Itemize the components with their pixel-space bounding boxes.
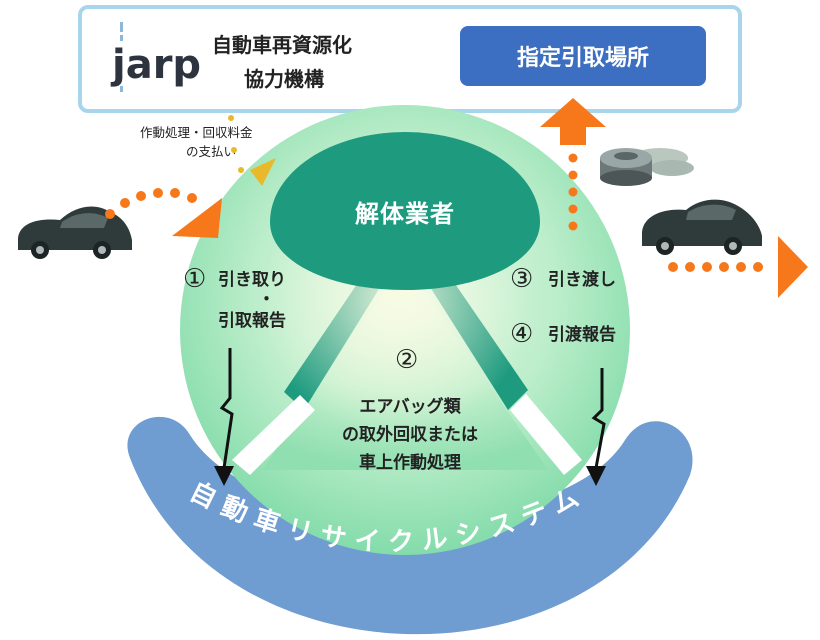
payment-arrowhead (250, 158, 276, 186)
payment-note-line2: の支払い (186, 144, 236, 159)
dismantler-node: 解体業者 (270, 132, 540, 290)
step-4-label: 引渡報告 (548, 324, 616, 345)
payment-dot (231, 147, 237, 153)
logo-text: jarp (110, 42, 201, 88)
step-1-line2: ・ (258, 290, 275, 310)
gap-right (510, 394, 582, 475)
step-2: ② エアバッグ類 の取外回収または 車上作動処理 (342, 345, 478, 473)
designated-site-button[interactable] (460, 26, 706, 86)
report-arrow-right (586, 368, 606, 486)
step-1: ① 引き取り ・ 引取報告 (183, 264, 286, 331)
step-1-line1: 引き取り (218, 270, 286, 290)
payment-note-line1: 作動処理・回収料金 (140, 125, 253, 140)
payment-dot (228, 115, 234, 121)
payment-note: 作動処理・回収料金 の支払い (140, 115, 276, 186)
header-panel: jarp 自動車再資源化 協力機構 指定引取場所 (78, 5, 742, 113)
step-1-line3: 引取報告 (218, 310, 286, 331)
step-2-line1: エアバッグ類 (359, 396, 461, 417)
flow-arrow-in (105, 188, 222, 238)
payment-dot (238, 167, 244, 173)
incoming-car-icon (18, 206, 132, 259)
airbag-parts-icon (600, 148, 694, 186)
step-3-number: ③ (510, 264, 533, 294)
step-2-line2: の取外回収または (342, 424, 478, 445)
step-2-line3: 車上作動処理 (359, 452, 461, 473)
designated-site-label: 指定引取場所 (517, 45, 649, 71)
org-name-line1: 自動車再資源化 (212, 33, 352, 57)
jarp-logo: jarp (110, 22, 201, 92)
step-3-label: 引き渡し (548, 269, 616, 290)
step-2-number: ② (395, 345, 418, 375)
step-1-number: ① (183, 264, 206, 294)
outgoing-car-icon (642, 199, 762, 255)
org-name-line2: 協力機構 (244, 67, 324, 91)
step-4: ④ 引渡報告 (510, 319, 616, 349)
report-arrow-left (214, 348, 234, 486)
gap-left (232, 395, 315, 475)
flow-arrow-out (668, 236, 808, 298)
step-3: ③ 引き渡し (510, 264, 616, 294)
step-4-number: ④ (510, 319, 533, 349)
dismantler-label: 解体業者 (355, 200, 455, 228)
flow-arrow-up (540, 98, 606, 231)
